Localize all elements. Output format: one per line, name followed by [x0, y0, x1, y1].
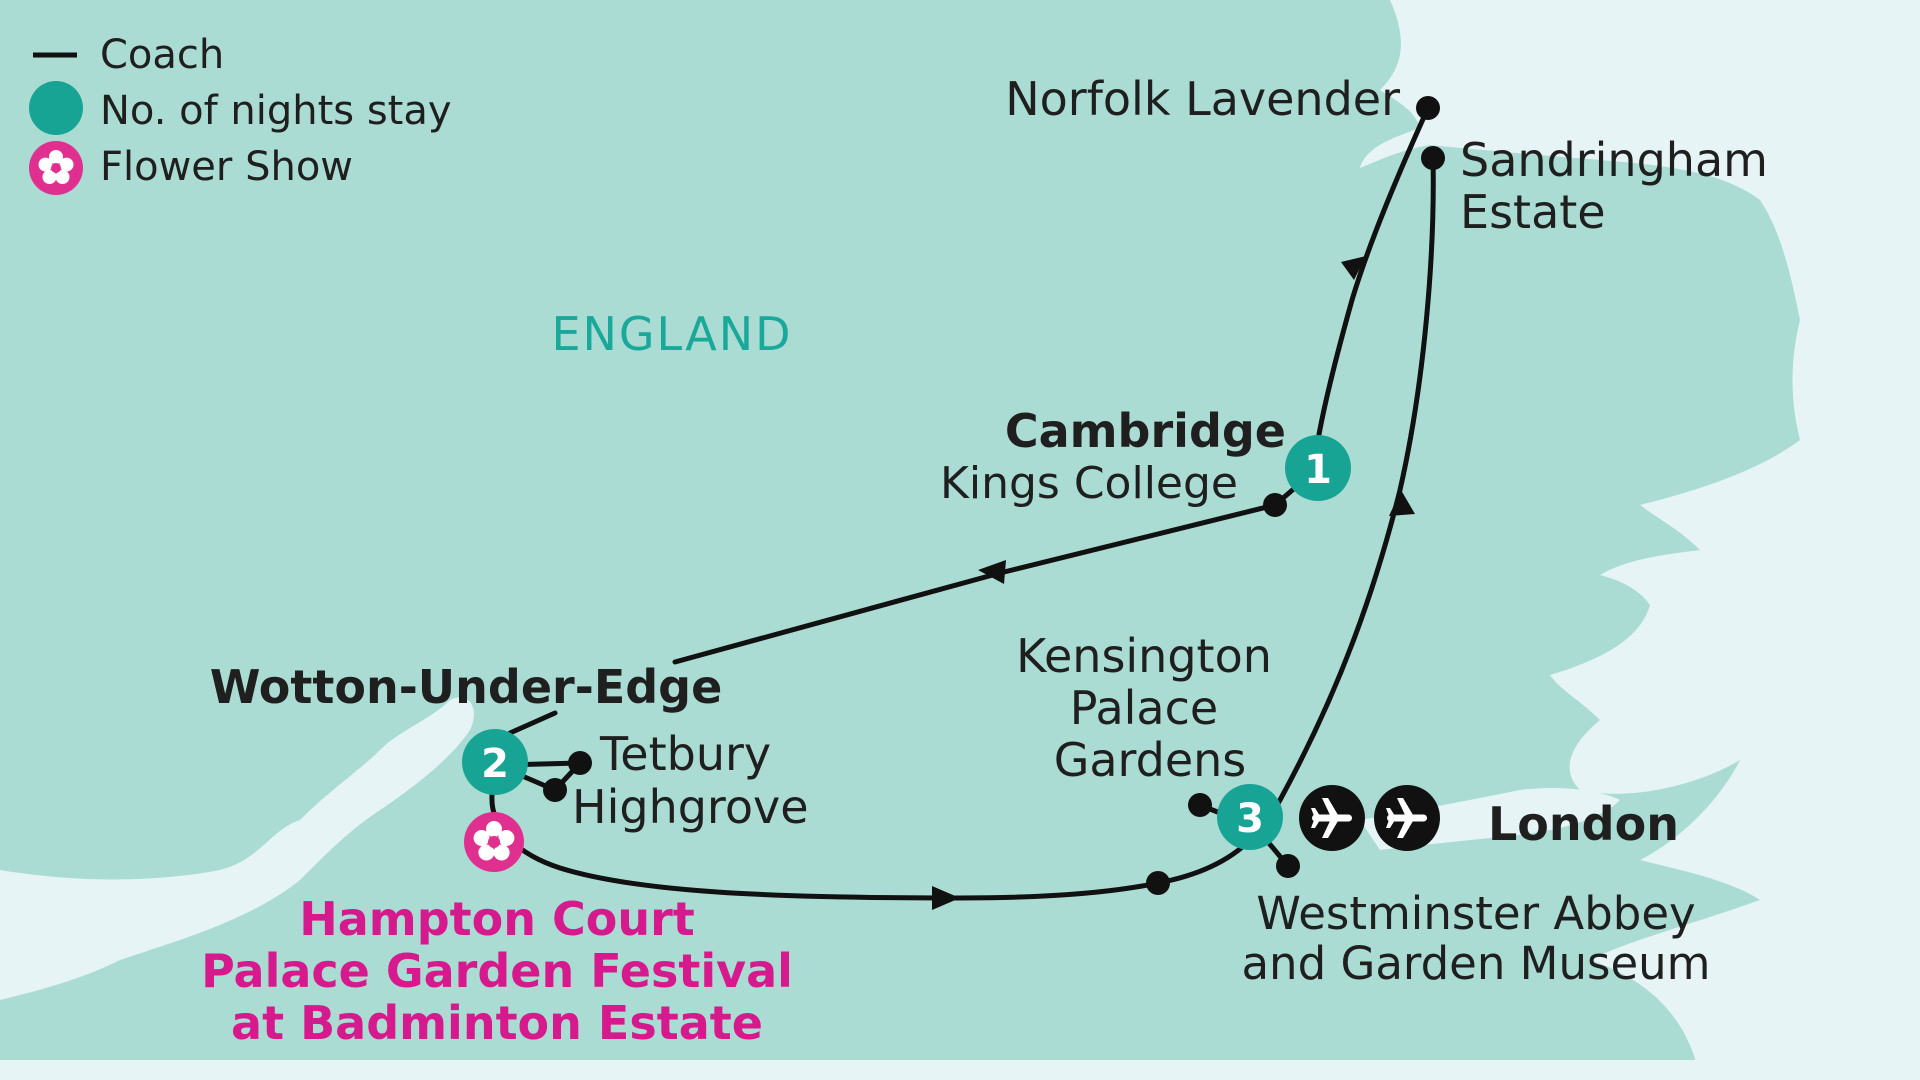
nights-count: 2	[481, 741, 509, 787]
label-tetbury: Tetbury	[599, 727, 771, 781]
label-london: London	[1488, 797, 1679, 851]
nights-circle	[1217, 784, 1283, 850]
airplane-icon	[1311, 798, 1352, 838]
nights-count: 3	[1236, 796, 1264, 842]
label-kensington-line2: Palace	[1070, 681, 1218, 735]
flower-center	[488, 836, 500, 848]
flight-icon-2	[1374, 785, 1440, 851]
label-westminster-line1: Westminster Abbey	[1256, 887, 1695, 940]
arrow-northbound	[1389, 490, 1415, 516]
label-sandringham-line1: Sandringham	[1460, 133, 1768, 187]
label-hampton-line3: at Badminton Estate	[231, 996, 763, 1050]
label-kensington-line1: Kensington	[1016, 629, 1272, 683]
legend: Coach No. of nights stay Flower Show	[29, 32, 452, 195]
label-norfolk-lavender: Norfolk Lavender	[1005, 72, 1400, 126]
label-hampton-line1: Hampton Court	[299, 892, 695, 946]
legend-nights-label: No. of nights stay	[100, 88, 452, 134]
flight-icon-1	[1299, 785, 1365, 851]
legend-coach-label: Coach	[100, 32, 224, 78]
label-kensington-line3: Gardens	[1054, 733, 1247, 787]
flower-show-marker[interactable]	[464, 812, 524, 872]
route-sandringham-to-london	[1277, 155, 1436, 803]
label-cambridge: Cambridge	[1005, 404, 1286, 458]
stop-tetbury[interactable]	[568, 751, 592, 775]
route-norfolk-to-cambridge	[1315, 105, 1431, 443]
stop-sandringham[interactable]	[1421, 146, 1445, 170]
arrow-westbound	[978, 560, 1006, 584]
severn-estuary	[0, 697, 474, 1000]
stop-london-approach[interactable]	[1146, 871, 1170, 895]
nights-marker-cambridge[interactable]: 1	[1285, 435, 1351, 501]
label-kings-college: Kings College	[940, 458, 1238, 509]
stop-highgrove[interactable]	[543, 778, 567, 802]
region-label: ENGLAND	[551, 307, 792, 361]
label-sandringham-line2: Estate	[1460, 185, 1606, 239]
nights-circle	[1285, 435, 1351, 501]
channel	[0, 1060, 1920, 1080]
flower-icon	[473, 821, 515, 861]
label-highgrove: Highgrove	[572, 780, 809, 834]
legend-flower-label: Flower Show	[100, 144, 353, 190]
nights-circle	[462, 729, 528, 795]
stop-kensington[interactable]	[1188, 793, 1212, 817]
nights-marker-wotton[interactable]: 2	[462, 729, 528, 795]
label-westminster-line2: and Garden Museum	[1241, 937, 1710, 990]
stop-westminster[interactable]	[1276, 854, 1300, 878]
stop-markers	[543, 96, 1445, 895]
airplane-icon	[1386, 798, 1427, 838]
legend-flower-icon	[29, 141, 83, 195]
direction-arrows	[932, 256, 1415, 910]
label-wotton-under-edge: Wotton-Under-Edge	[210, 660, 723, 714]
nights-marker-london[interactable]: 3	[1217, 784, 1283, 850]
stop-kings-college[interactable]	[1263, 493, 1287, 517]
nights-count: 1	[1304, 447, 1332, 493]
legend-nights-marker	[29, 81, 83, 135]
stop-norfolk-lavender[interactable]	[1416, 96, 1440, 120]
arrow-eastbound	[932, 886, 960, 910]
route-wotton-spur	[507, 710, 558, 736]
arrow-southbound	[1341, 256, 1366, 280]
label-hampton-line2: Palace Garden Festival	[201, 944, 793, 998]
route-wotton-to-london	[489, 792, 1283, 901]
north-sea	[1360, 0, 1920, 1080]
